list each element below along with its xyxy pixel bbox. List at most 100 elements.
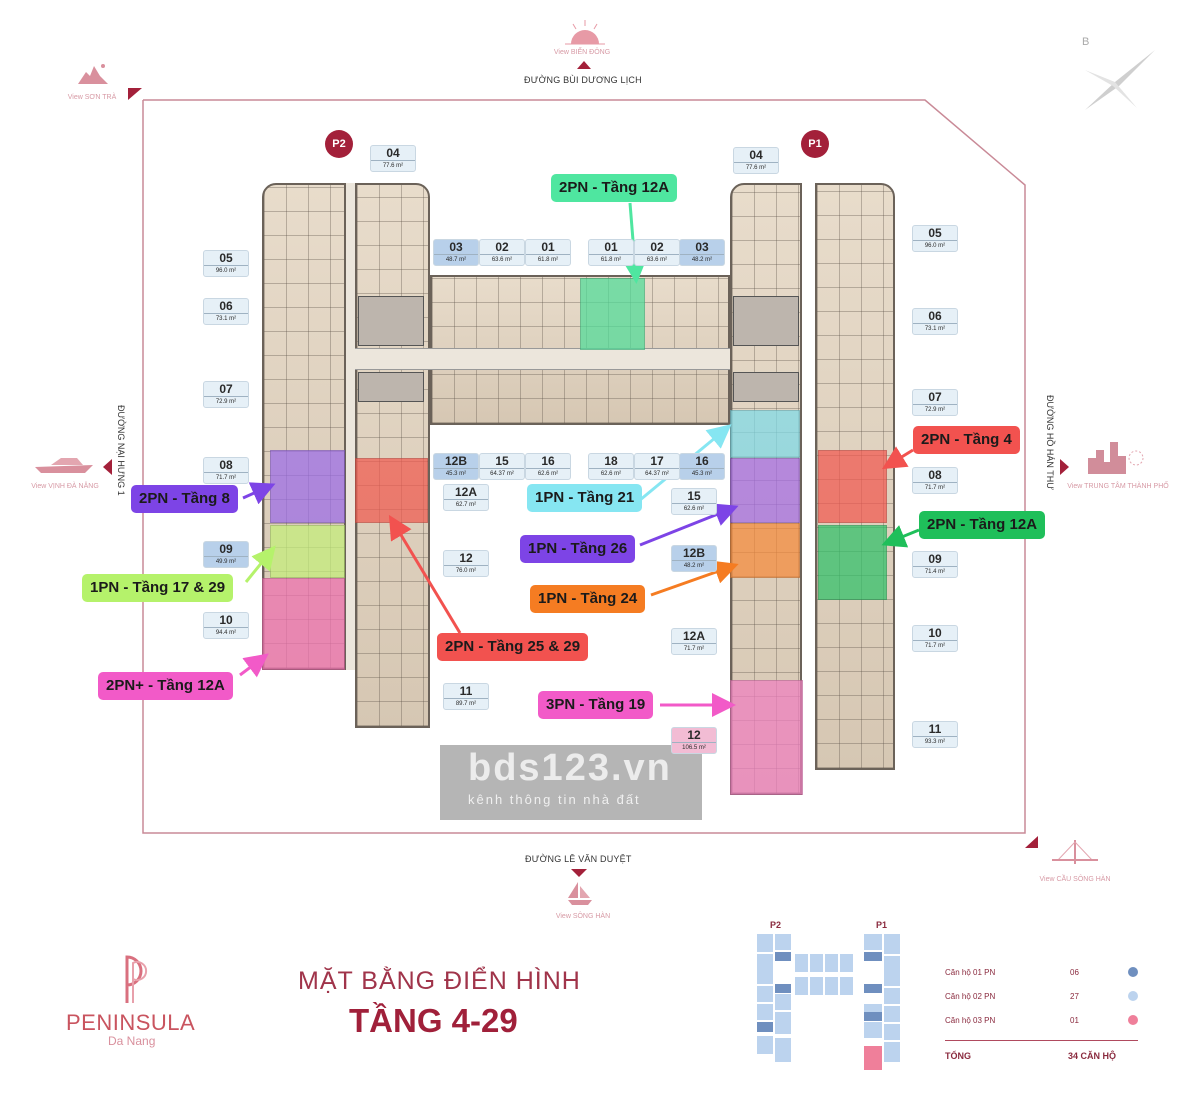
highlight-p1-01[interactable]: [580, 278, 645, 350]
unit-number: 08: [913, 468, 957, 483]
unit-area: 45.3 m²: [691, 471, 713, 477]
unit-area: 77.6 m²: [745, 165, 767, 171]
unit-number: 10: [204, 613, 248, 628]
unit-area: 61.8 m²: [600, 257, 622, 263]
unit-tag[interactable]: 06 73.1 m²: [203, 298, 249, 325]
unit-area: 63.6 m²: [646, 257, 668, 263]
unit-area: 73.1 m²: [215, 316, 237, 322]
unit-number: 12A: [444, 485, 488, 500]
unit-area: 48.2 m²: [691, 257, 713, 263]
unit-number: 15: [480, 454, 524, 469]
unit-number: 05: [913, 226, 957, 241]
view-cau-song-han: View CẦU SÔNG HÀN: [1039, 876, 1111, 883]
unit-number: 16: [680, 454, 724, 469]
unit-area: 61.8 m²: [537, 257, 559, 263]
unit-area: 96.0 m²: [215, 268, 237, 274]
unit-area: 71.7 m²: [924, 643, 946, 649]
unit-number: 06: [204, 299, 248, 314]
legend-total-label: TỔNG: [945, 1051, 971, 1061]
highlight-p2-12a[interactable]: [355, 458, 428, 523]
unit-number: 12A: [672, 629, 716, 644]
unit-area: 89.7 m²: [455, 701, 477, 707]
highlight-p1-15[interactable]: [730, 458, 800, 523]
unit-number: 04: [734, 148, 778, 163]
p2-stair-core: [358, 372, 424, 402]
unit-area: 94.4 m²: [215, 630, 237, 636]
unit-area: 106.5 m²: [682, 745, 706, 751]
highlight-p2-08[interactable]: [270, 450, 345, 523]
callout-label: 1PN - Tầng 24: [530, 585, 646, 613]
unit-tag[interactable]: 16 45.3 m²: [679, 453, 725, 480]
callout-arrow: [881, 525, 920, 548]
view-bien-dong: View BIỂN ĐÔNG: [553, 49, 611, 56]
callout-label: 2PN - Tầng 4: [913, 426, 1020, 454]
unit-area: 63.6 m²: [491, 257, 513, 263]
unit-tag[interactable]: 11 89.7 m²: [443, 683, 489, 710]
highlight-p1-12b[interactable]: [730, 523, 800, 578]
callout-arrow: [650, 560, 739, 597]
unit-number: 11: [444, 684, 488, 699]
legend-label: Căn hộ 03 PN: [945, 1016, 996, 1025]
highlight-p2-10[interactable]: [262, 578, 345, 670]
callout-label: 2PN - Tầng 25 & 29: [437, 633, 589, 661]
view-vinh-da-nang: View VỊNH ĐÀ NẴNG: [31, 483, 99, 490]
unit-number: 15: [672, 489, 716, 504]
highlight-p1-09[interactable]: [818, 525, 887, 600]
unit-number: 07: [913, 390, 957, 405]
street-top: ĐƯỜNG BÙI DƯƠNG LỊCH: [524, 75, 642, 85]
watermark-tagline: kênh thông tin nhà đất: [468, 792, 641, 807]
west-arrow-icon: [103, 459, 112, 475]
view-trung-tam: View TRUNG TÂM THÀNH PHỐ: [1067, 483, 1169, 490]
highlight-p1-12[interactable]: [730, 680, 803, 795]
unit-number: 09: [913, 552, 957, 567]
legend-divider: [945, 1040, 1138, 1041]
callout-arrow: [881, 446, 914, 470]
unit-tag[interactable]: 02 63.6 m²: [479, 239, 525, 266]
unit-area: 62.6 m²: [600, 471, 622, 477]
callout-label: 3PN - Tầng 19: [538, 691, 654, 719]
unit-number: 08: [204, 458, 248, 473]
page-subtitle: TẦNG 4-29: [349, 1002, 518, 1039]
highlight-p1-16[interactable]: [730, 410, 800, 458]
street-bottom: ĐƯỜNG LÊ VĂN DUYỆT: [525, 854, 632, 864]
unit-tag[interactable]: 04 77.6 m²: [733, 147, 779, 174]
sun-icon: [565, 20, 605, 45]
unit-number: 02: [480, 240, 524, 255]
highlight-p2-09[interactable]: [270, 525, 345, 578]
unit-tag[interactable]: 10 94.4 m²: [203, 612, 249, 639]
unit-number: 12B: [434, 454, 478, 469]
highlight-p1-08[interactable]: [818, 450, 887, 523]
street-left: ĐƯỜNG NẠI HƯNG 1: [116, 405, 126, 496]
unit-number: 17: [635, 454, 679, 469]
left-corridor: [345, 183, 355, 670]
